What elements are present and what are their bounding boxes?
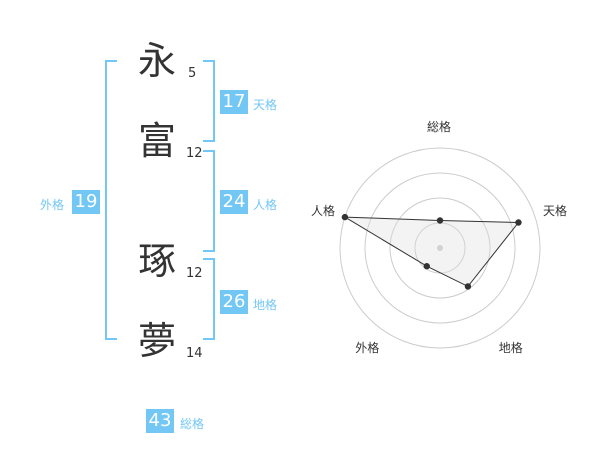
name-char-2: 富 [137,119,176,163]
chikaku-bracket [203,258,215,340]
stroke-count-4: 14 [186,346,203,361]
gaikaku-label: 外格 [40,198,65,212]
stroke-count-2: 12 [186,146,203,161]
radar-point-4 [423,263,430,270]
gaikaku-bracket [105,60,117,340]
name-char-4: 夢 [137,319,176,363]
gaikaku-value: 19 [72,190,100,214]
jinkaku-bracket [203,150,215,252]
jinkaku-value: 24 [220,190,248,214]
radar-center-dot [437,245,443,251]
radar-grid-ring [389,197,491,299]
radar-point-2 [515,219,522,226]
radar-axis-label: 総格 [427,120,452,134]
tenkaku-label: 天格 [253,98,278,112]
name-char-1: 永 [137,39,176,83]
radar-axis-label: 地格 [498,340,523,355]
radar-point-1 [436,217,444,224]
stroke-count-1: 5 [188,66,197,81]
chikaku-value: 26 [220,290,248,314]
radar-axis-label: 人格 [310,204,335,219]
tenkaku-bracket [203,60,215,142]
chikaku-label: 地格 [253,298,278,312]
tenkaku-value: 17 [220,90,248,114]
radar-point-3 [464,283,472,290]
soukaku-value: 43 [146,409,174,433]
stroke-count-3: 12 [186,266,203,281]
radar-point-5 [341,213,349,221]
soukaku-label: 総格 [180,417,205,431]
jinkaku-label: 人格 [253,198,278,212]
radar-axis-label: 天格 [543,204,568,219]
radar-data-polygon [344,216,520,288]
radar-axis-label: 外格 [355,340,380,355]
radar-grid-ring [364,172,516,324]
radar-grid-ring [339,147,541,349]
name-char-3: 琢 [137,239,176,283]
